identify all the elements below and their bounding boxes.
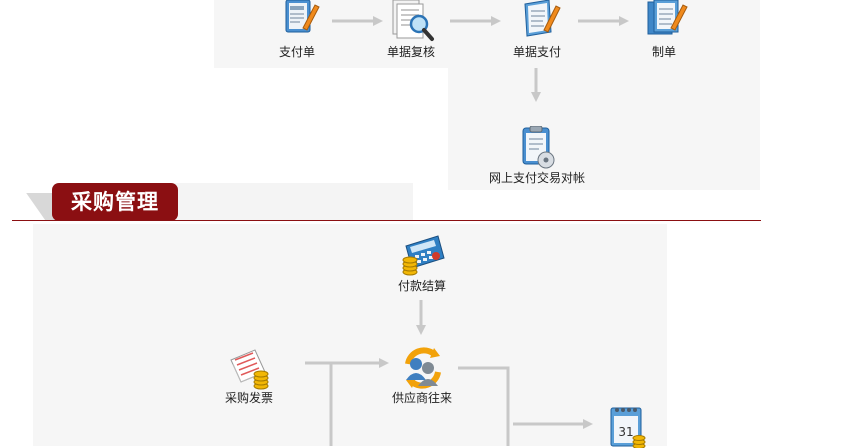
node-label: 供应商往来 bbox=[367, 391, 477, 405]
svg-text:31: 31 bbox=[618, 425, 633, 439]
section-divider bbox=[12, 220, 761, 221]
invoice-coins-icon bbox=[225, 346, 273, 390]
node-caigoufapiao[interactable]: 采购发票 bbox=[194, 346, 304, 405]
node-label: 采购发票 bbox=[194, 391, 304, 405]
documents-stack-pen-icon bbox=[640, 0, 688, 44]
node-label: 付款结算 bbox=[367, 279, 477, 293]
node-danjufuhe[interactable]: 单据复核 bbox=[356, 0, 466, 59]
calculator-coins-icon bbox=[398, 234, 446, 278]
node-fukuanjiesuan[interactable]: 付款结算 bbox=[367, 234, 477, 293]
node-label: 单据复核 bbox=[356, 45, 466, 59]
node-calendar[interactable]: 31 bbox=[570, 404, 680, 448]
node-label: 单据支付 bbox=[482, 45, 592, 59]
node-label: 支付单 bbox=[242, 45, 352, 59]
node-label: 网上支付交易对帐 bbox=[482, 171, 592, 185]
node-gongyingshang[interactable]: 供应商往来 bbox=[367, 346, 477, 405]
document-pen-icon bbox=[513, 0, 561, 44]
node-label: 制单 bbox=[609, 45, 719, 59]
section-title-purchase: 采购管理 bbox=[52, 183, 178, 221]
node-zhidan[interactable]: 制单 bbox=[609, 0, 719, 59]
clipboard-disc-icon bbox=[513, 126, 561, 170]
node-zhifudan[interactable]: 支付单 bbox=[242, 0, 352, 59]
document-magnifier-icon bbox=[387, 0, 435, 44]
node-danjuzhifu[interactable]: 单据支付 bbox=[482, 0, 592, 59]
supplier-exchange-icon bbox=[398, 346, 446, 390]
node-wangshangduizhang[interactable]: 网上支付交易对帐 bbox=[482, 126, 592, 185]
calendar-coins-icon: 31 bbox=[601, 404, 649, 448]
bank-document-pen-icon bbox=[273, 0, 321, 44]
